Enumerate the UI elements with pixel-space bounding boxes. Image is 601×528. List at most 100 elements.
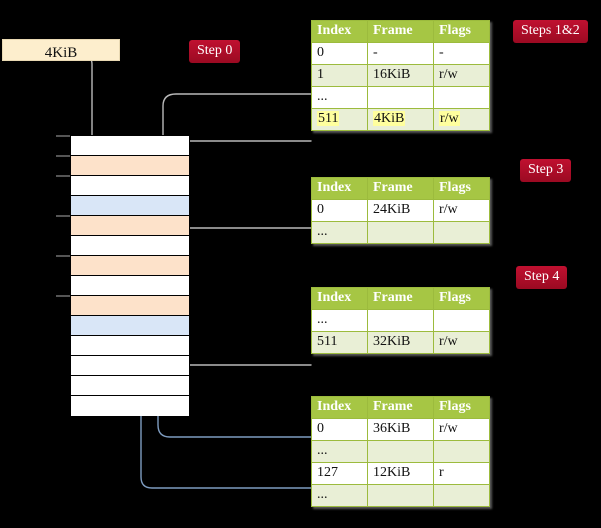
- cell-frame-0: -: [367, 42, 434, 66]
- cell-index-3: ...: [311, 484, 368, 508]
- column-header-frame: Frame: [367, 19, 434, 44]
- cell-frame-2: [367, 86, 434, 110]
- physical-memory-column: [70, 135, 190, 416]
- column-header-flags: Flags: [433, 19, 490, 44]
- frame-tick-2: [56, 175, 70, 177]
- cell-frame-1: 16KiB: [367, 64, 434, 88]
- cell-index-1: 511: [311, 331, 368, 355]
- cell-flags-3: [433, 484, 490, 508]
- cell-index-2: ...: [311, 86, 368, 110]
- frame-tick-6: [56, 255, 70, 257]
- memory-frame-13: [71, 396, 189, 416]
- cell-flags-3: r/w: [433, 108, 490, 132]
- column-header-flags: Flags: [433, 176, 490, 201]
- cell-flags-0: r/w: [433, 418, 490, 442]
- table-row: 511 4KiB r/w: [311, 108, 490, 132]
- column-header-frame: Frame: [367, 286, 434, 311]
- cell-frame-1: [367, 221, 434, 245]
- cell-index-3: 511: [311, 108, 368, 132]
- cell-flags-2: [433, 86, 490, 110]
- table-row: ...: [311, 86, 490, 110]
- badge-step-0: Step 0: [189, 40, 241, 63]
- cell-index-1: ...: [311, 221, 368, 245]
- cell-index-2: 127: [311, 462, 368, 486]
- frame-tick-1: [56, 155, 70, 157]
- cell-index-0: 0: [311, 418, 368, 442]
- cell-flags-1: [433, 221, 490, 245]
- cell-flags-0: -: [433, 42, 490, 66]
- frame-tick-4: [56, 215, 70, 217]
- memory-frame-6: [71, 256, 189, 276]
- column-header-index: Index: [311, 395, 368, 420]
- column-header-index: Index: [311, 286, 368, 311]
- memory-frame-4: [71, 216, 189, 236]
- cell-frame-3: 4KiB: [367, 108, 434, 132]
- table-row: ...: [311, 309, 490, 333]
- cell-index-1: 1: [311, 64, 368, 88]
- column-header-index: Index: [311, 176, 368, 201]
- cell-frame-1: 32KiB: [367, 331, 434, 355]
- cell-flags-1: r/w: [433, 64, 490, 88]
- highlighted-value: 4KiB: [373, 111, 406, 127]
- table-row: ...: [311, 221, 490, 245]
- memory-frame-9: [71, 316, 189, 336]
- column-header-index: Index: [311, 19, 368, 44]
- memory-frame-5: [71, 236, 189, 256]
- cell-flags-0: [433, 309, 490, 333]
- highlighted-value: 511: [317, 111, 340, 127]
- wire-l1-row0-to-frame: [175, 227, 312, 291]
- memory-frame-1: [71, 156, 189, 176]
- cell-frame-1: [367, 440, 434, 464]
- memory-frame-0: [71, 136, 189, 156]
- cell-frame-0: 36KiB: [367, 418, 434, 442]
- column-header-flags: Flags: [433, 286, 490, 311]
- cell-frame-3: [367, 484, 434, 508]
- memory-frame-7: [71, 276, 189, 296]
- memory-frame-2: [71, 176, 189, 196]
- highlighted-value: r/w: [439, 111, 460, 127]
- memory-frame-3: [71, 196, 189, 216]
- cell-index-0: 0: [311, 42, 368, 66]
- cell-flags-2: r: [433, 462, 490, 486]
- cell-flags-1: r/w: [433, 331, 490, 355]
- virtual-page-label: 4KiB: [44, 45, 78, 61]
- column-header-frame: Frame: [367, 176, 434, 201]
- column-header-frame: Frame: [367, 395, 434, 420]
- cell-flags-1: [433, 440, 490, 464]
- frame-tick-8: [56, 295, 70, 297]
- badge-steps-1-2: Steps 1&2: [513, 20, 588, 43]
- table-row: ...: [311, 484, 490, 508]
- memory-frame-11: [71, 356, 189, 376]
- cell-frame-2: 12KiB: [367, 462, 434, 486]
- cell-flags-0: r/w: [433, 199, 490, 223]
- cell-frame-0: [367, 309, 434, 333]
- column-header-flags: Flags: [433, 395, 490, 420]
- memory-frame-12: [71, 376, 189, 396]
- cell-index-0: 0: [311, 199, 368, 223]
- cell-index-0: ...: [311, 309, 368, 333]
- badge-step-4: Step 4: [516, 266, 568, 289]
- memory-frame-8: [71, 296, 189, 316]
- virtual-page-box: 4KiB: [2, 39, 120, 61]
- memory-frame-10: [71, 336, 189, 356]
- cell-index-1: ...: [311, 440, 368, 464]
- wire-vpage-to-frame: [59, 49, 98, 151]
- table-row: ...: [311, 440, 490, 464]
- frame-tick-0: [56, 135, 70, 137]
- cell-frame-0: 24KiB: [367, 199, 434, 223]
- table-row: 0--: [311, 42, 490, 66]
